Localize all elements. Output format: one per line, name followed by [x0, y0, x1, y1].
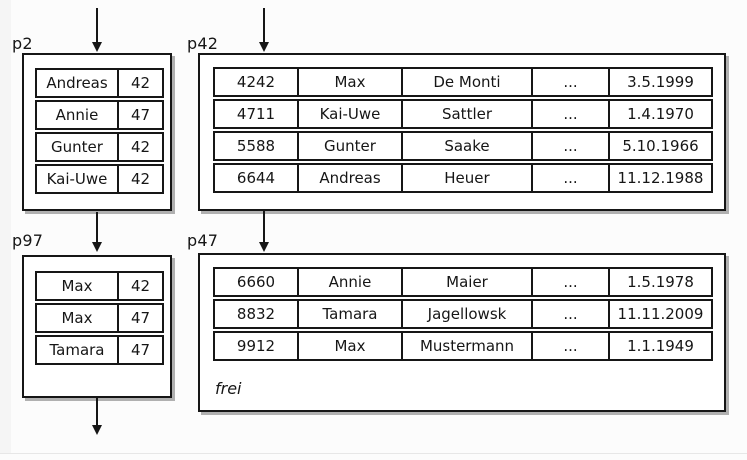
down-arrow-out-of-p97: [91, 398, 102, 435]
down-arrow-into-p2: [91, 8, 102, 52]
table-cell: Andreas: [35, 68, 119, 98]
bottom-divider: [0, 453, 747, 454]
table-cell: ...: [531, 299, 610, 329]
table-cell: Andreas: [297, 163, 403, 193]
table-cell: ...: [531, 267, 610, 297]
left-margin-strip: [0, 0, 11, 454]
down-arrow-p2-to-p97: [91, 212, 102, 252]
table-cell: Heuer: [401, 163, 533, 193]
table-cell: Mustermann: [401, 331, 533, 361]
page-label-p47: p47: [187, 231, 219, 250]
table-cell: ...: [531, 131, 610, 161]
table-cell: ...: [531, 331, 610, 361]
table-cell: 6660: [213, 267, 299, 297]
table-cell: Max: [297, 331, 403, 361]
table-cell: Sattler: [401, 99, 533, 129]
page-label-p2: p2: [12, 34, 33, 53]
table-cell: 1.5.1978: [608, 267, 713, 297]
table-cell: 4242: [213, 67, 299, 97]
down-arrow-into-p42: [258, 8, 269, 52]
table-cell: Tamara: [297, 299, 403, 329]
table-cell: 1.4.1970: [608, 99, 713, 129]
table-cell: Kai-Uwe: [35, 164, 119, 194]
down-arrow-p42-to-p47: [258, 211, 269, 252]
page-label-p97: p97: [12, 231, 44, 250]
table-cell: ...: [531, 99, 610, 129]
table-cell: De Monti: [401, 67, 533, 97]
table-cell: 42: [117, 271, 164, 301]
table-cell: 47: [117, 100, 164, 130]
table-cell: ...: [531, 163, 610, 193]
table-cell: 8832: [213, 299, 299, 329]
table-cell: 47: [117, 335, 164, 365]
table-cell: 11.12.1988: [608, 163, 713, 193]
table-cell: Saake: [401, 131, 533, 161]
table-cell: 42: [117, 132, 164, 162]
table-cell: 42: [117, 68, 164, 98]
table-cell: Gunter: [35, 132, 119, 162]
table-cell: 1.1.1949: [608, 331, 713, 361]
table-cell: 5.10.1966: [608, 131, 713, 161]
table-cell: Max: [35, 303, 119, 333]
free-space-label: frei: [215, 379, 242, 398]
table-cell: 11.11.2009: [608, 299, 713, 329]
table-cell: Annie: [35, 100, 119, 130]
table-cell: 42: [117, 164, 164, 194]
table-cell: 4711: [213, 99, 299, 129]
table-cell: Maier: [401, 267, 533, 297]
table-cell: Max: [297, 67, 403, 97]
table-cell: Tamara: [35, 335, 119, 365]
table-cell: Gunter: [297, 131, 403, 161]
table-cell: Jagellowsk: [401, 299, 533, 329]
table-cell: 3.5.1999: [608, 67, 713, 97]
table-cell: ...: [531, 67, 610, 97]
table-cell: Kai-Uwe: [297, 99, 403, 129]
page-label-p42: p42: [187, 34, 219, 53]
table-cell: 5588: [213, 131, 299, 161]
table-cell: Max: [35, 271, 119, 301]
table-cell: 9912: [213, 331, 299, 361]
table-cell: 6644: [213, 163, 299, 193]
table-cell: 47: [117, 303, 164, 333]
table-cell: Annie: [297, 267, 403, 297]
